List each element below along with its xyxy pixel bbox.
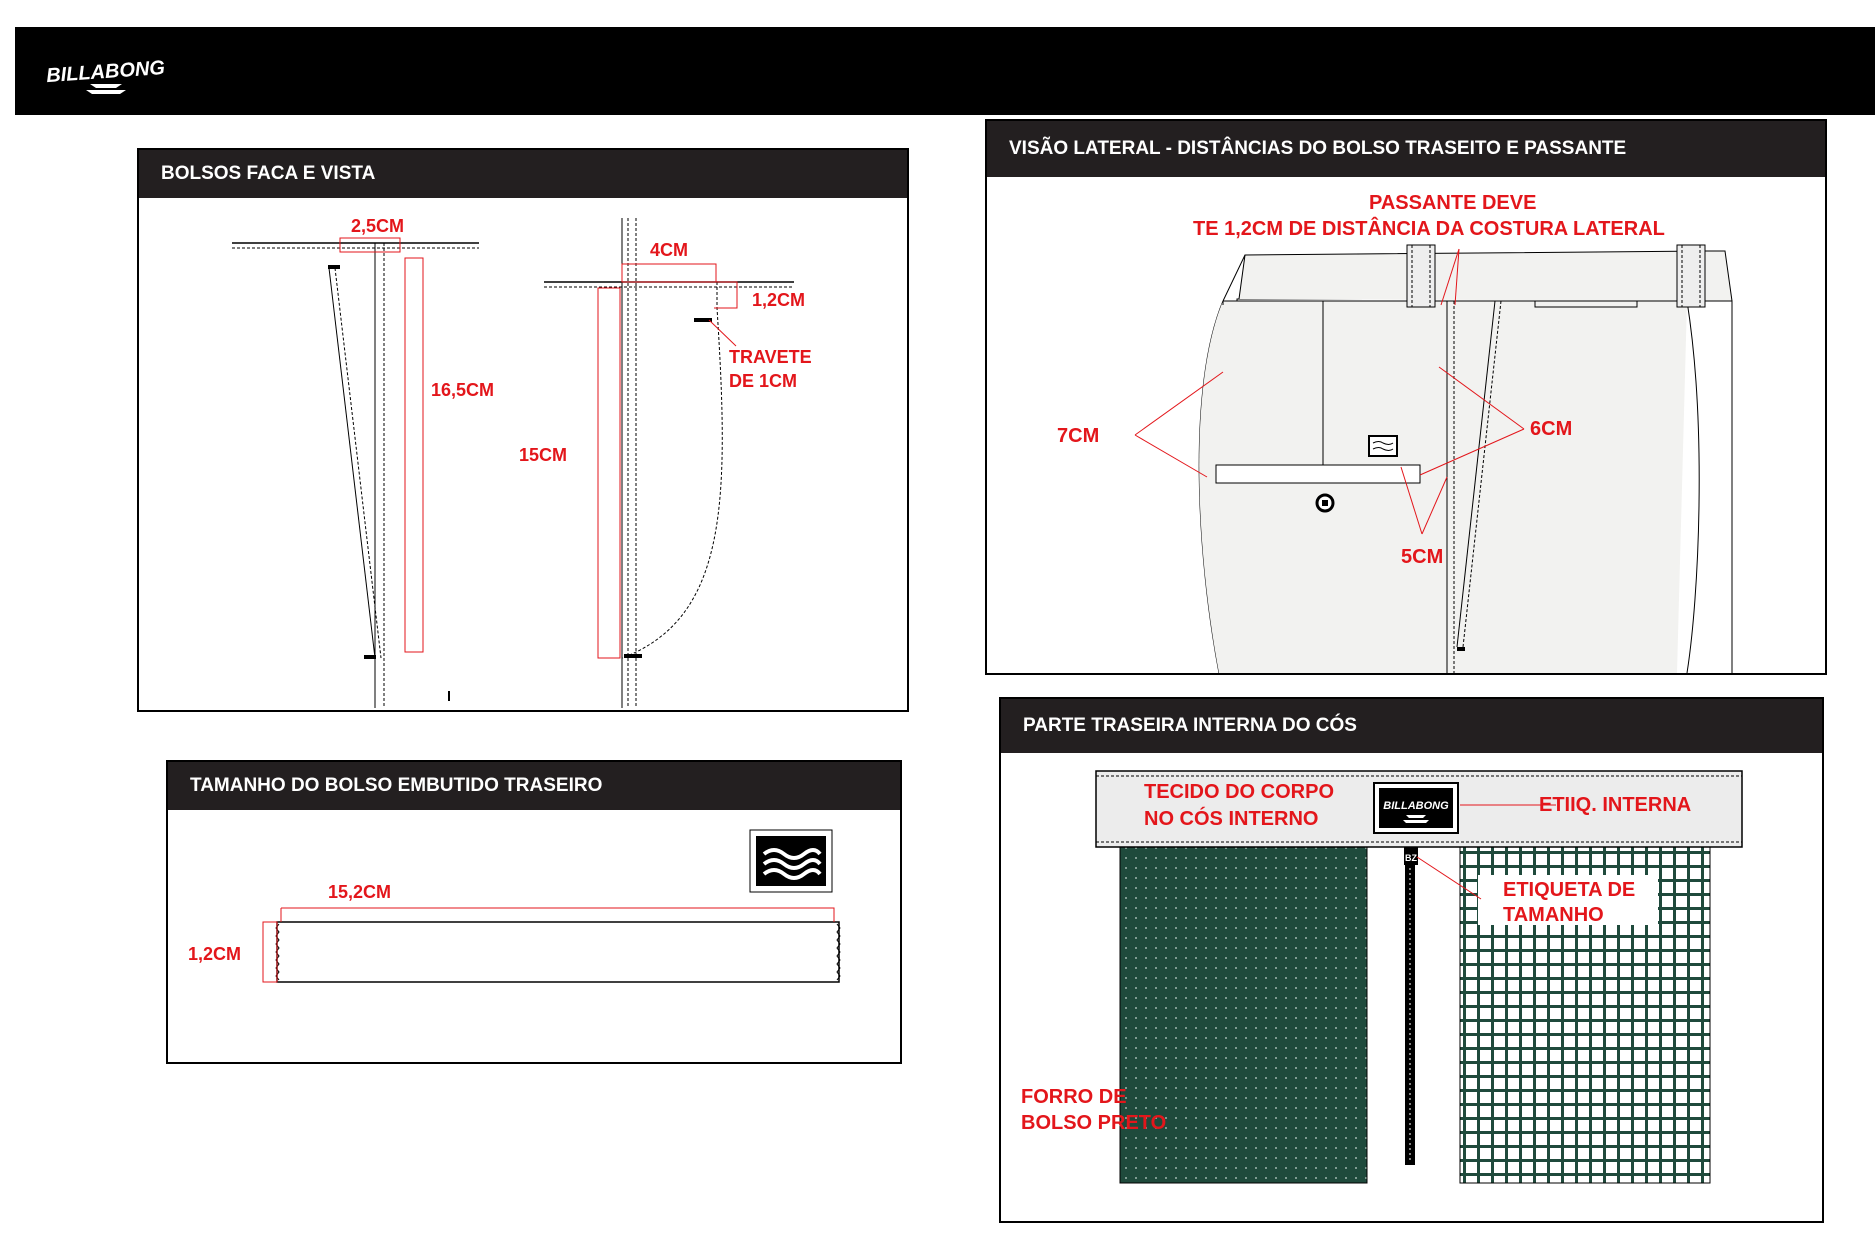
panel-title: TAMANHO DO BOLSO EMBUTIDO TRASEIRO — [168, 762, 900, 810]
label-bartack-note: TRAVETE DE 1CM — [729, 347, 812, 391]
label-body-fabric-2: NO CÓS INTERNO — [1144, 806, 1318, 830]
label-pocketing-2: BOLSO PRETO — [1021, 1112, 1166, 1134]
panel-front-pockets: BOLSOS FACA E VISTA 2,5CM 16,5CM 4CM 1,2… — [137, 148, 909, 712]
panel-back-pocket: TAMANHO DO BOLSO EMBUTIDO TRASEIRO 15,2C… — [166, 760, 902, 1064]
label-beltloop-note-2: TE 1,2CM DE DISTÂNCIA DA COSTURA LATERAL — [1193, 216, 1665, 240]
panel-side-view: VISÃO LATERAL - DISTÂNCIAS DO BOLSO TRAS… — [985, 119, 1827, 675]
panel-title: VISÃO LATERAL - DISTÂNCIAS DO BOLSO TRAS… — [987, 121, 1825, 177]
label-side-seam-distance: 6CM — [1530, 418, 1572, 440]
label-inner-label: ETIIQ. INTERNA — [1539, 794, 1691, 816]
waistband-diagram: BZ BILLABONG TECIDO DO CORPO NO CÓS INTE… — [1021, 770, 1743, 1184]
label-pocket-depth: 15CM — [519, 445, 567, 465]
front-pocket-diagram: 2,5CM 16,5CM 4CM 1,2CM 15CM — [232, 216, 805, 708]
back-pocket-diagram: 15,2CM 1,2CM — [188, 829, 841, 983]
label-size-label-1: ETIQUETA DE — [1503, 879, 1635, 901]
label-top-width: 2,5CM — [351, 216, 404, 236]
label-pocketing-1: FORRO DE — [1021, 1086, 1127, 1108]
label-body-fabric-1: TECIDO DO CORPO — [1144, 781, 1334, 803]
label-pocket-from-waist: 7CM — [1057, 425, 1099, 447]
label-pocket-height: 1,2CM — [188, 944, 241, 964]
side-view-diagram: PASSANTE DEVE TE 1,2CM DE DISTÂNCIA DA C… — [1057, 192, 1733, 673]
label-fly-length: 16,5CM — [431, 380, 494, 400]
label-pocket-width: 15,2CM — [328, 882, 391, 902]
billabong-logo-icon: BILLABONG — [46, 57, 166, 94]
label-beltloop-note-1: PASSANTE DEVE — [1369, 192, 1536, 214]
label-bartack-offset: 1,2CM — [752, 290, 805, 310]
billabong-patch-icon — [749, 829, 833, 893]
header-bar — [15, 27, 1875, 115]
panel-inner-waistband: PARTE TRASEIRA INTERNA DO CÓS BZ — [999, 697, 1824, 1223]
label-pocket-to-seam: 5CM — [1401, 546, 1443, 568]
panel-title: PARTE TRASEIRA INTERNA DO CÓS — [1001, 699, 1822, 753]
inner-label-brand: BILLABONG — [1383, 800, 1449, 812]
svg-text:BZ: BZ — [1405, 853, 1417, 863]
label-pocket-opening: 4CM — [650, 240, 688, 260]
brand-name: BILLABONG — [46, 57, 166, 87]
panel-title: BOLSOS FACA E VISTA — [139, 150, 907, 198]
label-size-label-2: TAMANHO — [1503, 904, 1604, 926]
